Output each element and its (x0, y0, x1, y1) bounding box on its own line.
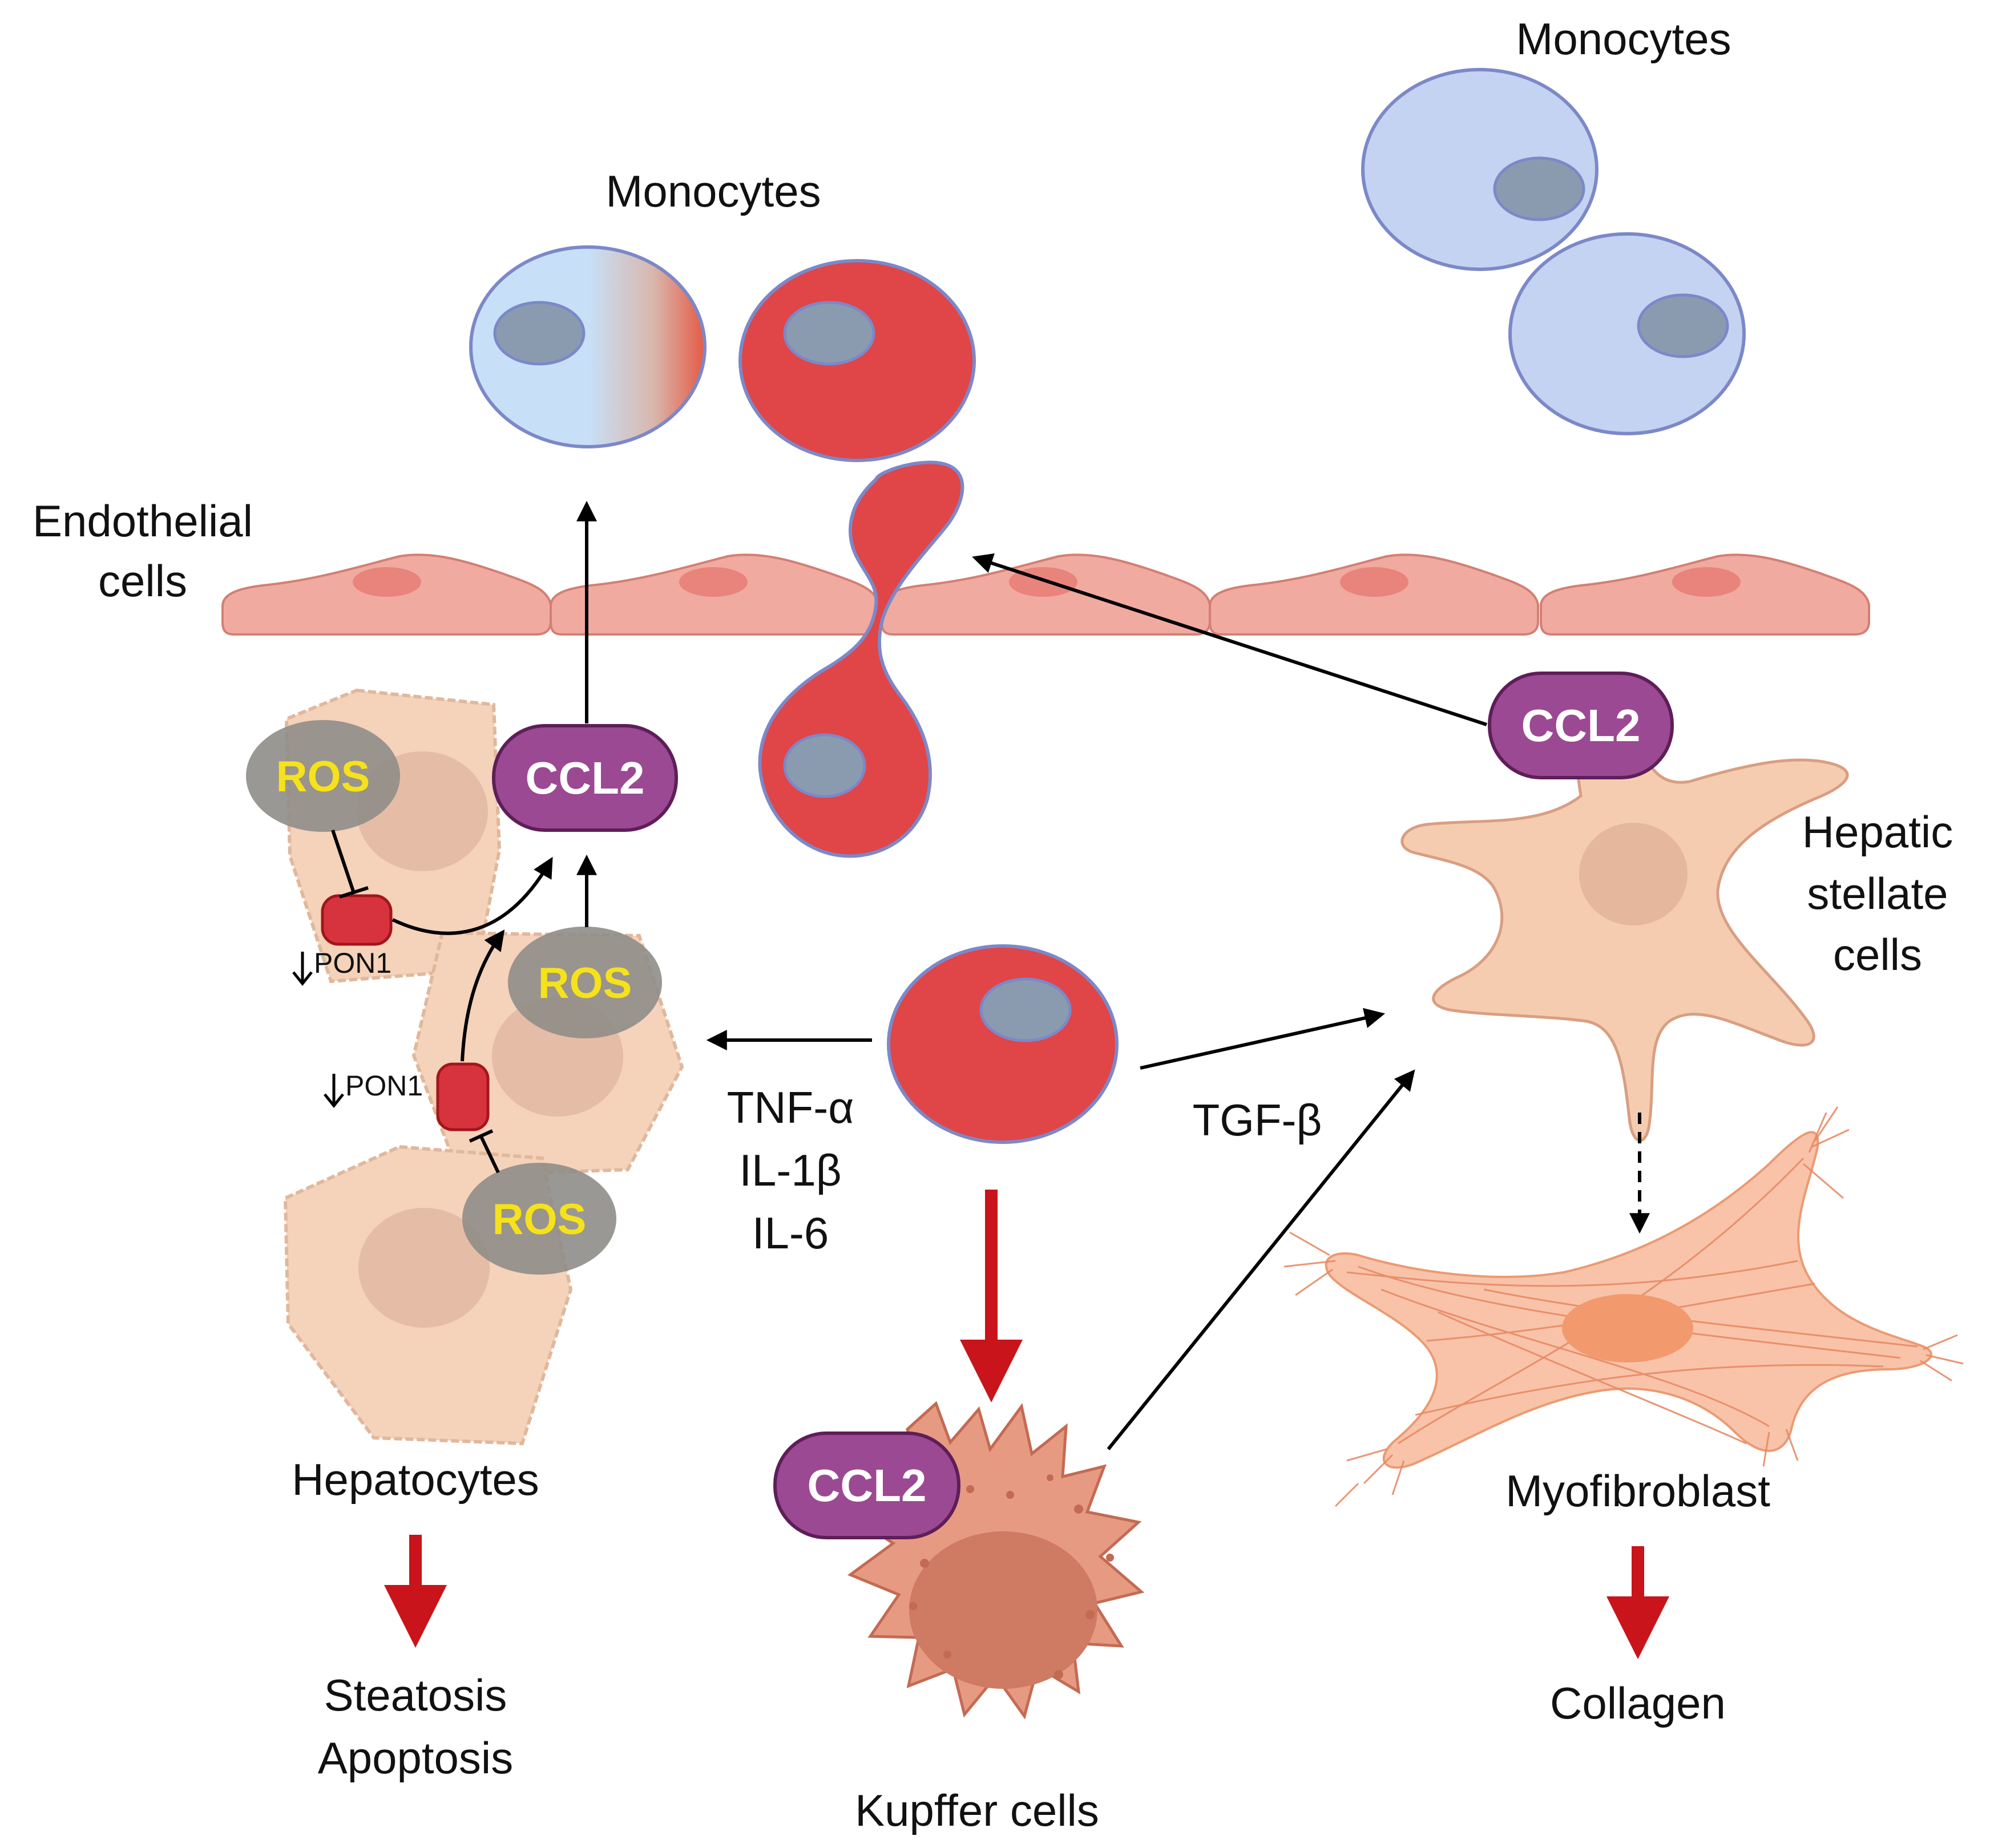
label-il6: IL-6 (752, 1208, 829, 1258)
myofibroblast-cell (1283, 1106, 1964, 1507)
svg-text:ROS: ROS (276, 753, 370, 801)
label-tnf: TNF-α (727, 1082, 854, 1133)
svg-text:PON1: PON1 (345, 1070, 423, 1102)
svg-text:CCL2: CCL2 (526, 753, 645, 803)
label-kupffer: Kupffer cells (855, 1785, 1099, 1835)
arrow-macrophage-to-stellate (1140, 1008, 1386, 1070)
label-collagen: Collagen (1550, 1678, 1726, 1728)
label-apoptosis: Apoptosis (318, 1733, 514, 1783)
inhibition-ros-pon1-1 (331, 830, 369, 899)
label-hepatic-line3: cells (1833, 929, 1922, 980)
svg-text:PON1: PON1 (314, 947, 391, 979)
label-endothelial-line1: Endothelial (33, 496, 253, 546)
monocyte-transitioning-cell (469, 245, 707, 448)
inhibition-ros-pon1-2 (469, 1129, 500, 1174)
arrow-stellate-to-endothelium (972, 553, 1487, 726)
label-myofibroblast: Myofibroblast (1505, 1466, 1770, 1516)
transmigrating-monocyte (758, 460, 964, 858)
ccl2-badge-stellate: CCL2 (1488, 672, 1674, 779)
monocyte-cell-top-2 (1508, 232, 1746, 435)
activated-monocyte-cell (738, 259, 976, 462)
endothelial-layer (221, 553, 1870, 636)
arrow-kupffer-to-stellate (1107, 1069, 1415, 1450)
kupffer-cell (847, 1401, 1145, 1720)
pon1-label-2: PON1 (324, 1070, 423, 1109)
ros-badge-2: ROS (508, 927, 662, 1038)
pon1-label-1: PON1 (292, 947, 391, 986)
pon1-protein-2 (436, 1062, 490, 1131)
label-monocytes-mid: Monocytes (606, 166, 821, 216)
label-il1b: IL-1β (739, 1145, 841, 1195)
pon1-protein-1 (321, 894, 393, 946)
ccl2-badge-hepatocytes: CCL2 (492, 724, 678, 832)
ros-badge-3: ROS (462, 1163, 616, 1275)
label-hepatocytes: Hepatocytes (292, 1454, 539, 1505)
label-monocytes-top: Monocytes (1516, 14, 1731, 64)
svg-text:ROS: ROS (493, 1195, 587, 1244)
label-tgf: TGF-β (1193, 1095, 1322, 1145)
label-steatosis: Steatosis (324, 1670, 507, 1720)
arrow-pon1-to-ccl2-2 (461, 929, 505, 1062)
svg-text:ROS: ROS (538, 959, 632, 1008)
ccl2-badge-kupffer: CCL2 (773, 1432, 960, 1539)
label-hepatic-line2: stellate (1807, 868, 1948, 919)
svg-text:CCL2: CCL2 (808, 1460, 927, 1511)
label-endothelial-line2: cells (98, 556, 187, 606)
label-hepatic-line1: Hepatic (1802, 807, 1953, 857)
arrow-pon1-to-ccl2-1 (391, 856, 553, 935)
svg-text:CCL2: CCL2 (1521, 700, 1641, 751)
activated-macrophage-center (887, 944, 1119, 1144)
monocyte-cell-top-1 (1361, 68, 1599, 271)
ros-badge-1: ROS (246, 720, 400, 832)
